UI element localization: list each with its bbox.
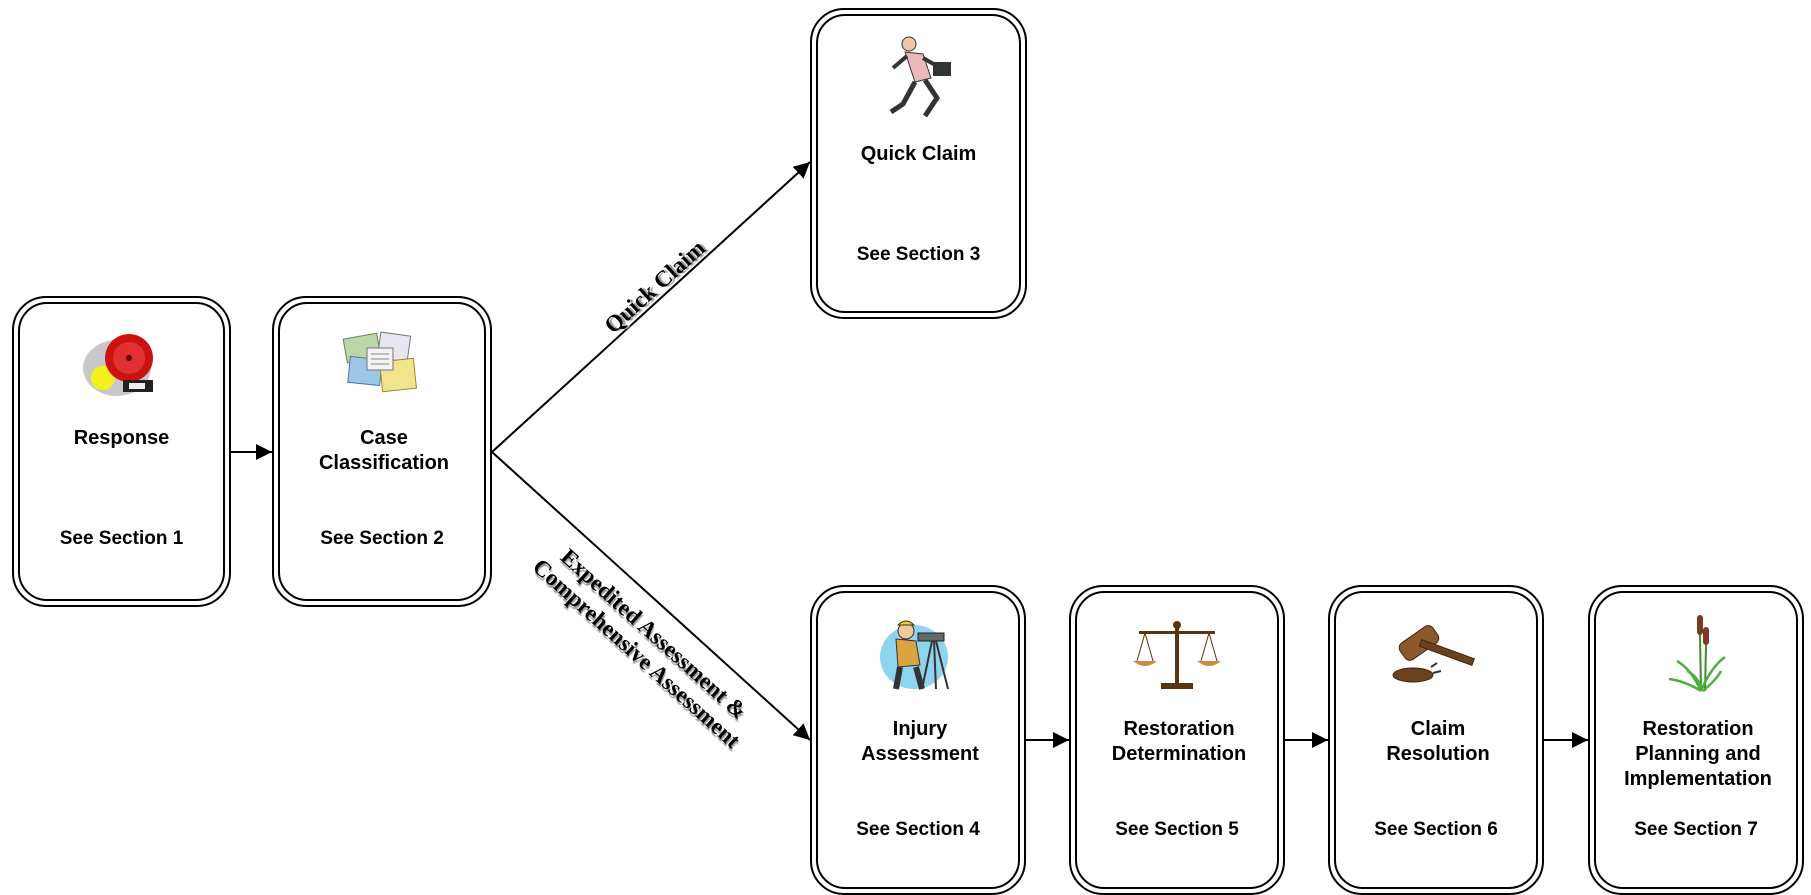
restoration-determination-box: Restoration Determination See Section 5 [1069, 585, 1285, 895]
fire-alarm-bell-icon [82, 334, 153, 396]
injury-assessment-title: Injury Assessment [861, 718, 979, 765]
gavel-icon [1392, 625, 1475, 683]
response-title: Response [73, 427, 170, 449]
response-box: Response See Section 1 [12, 296, 231, 607]
claim-resolution-title: Claim Resolution [1386, 718, 1490, 765]
arrow-to-injury-assessment [491, 451, 811, 741]
quick-claim-title: Quick Claim [860, 143, 977, 165]
scales-of-justice-icon [1133, 621, 1221, 689]
restoration-planning-section-ref: See Section 7 [1634, 819, 1758, 840]
cattail-plant-icon [1668, 615, 1726, 693]
restoration-determination-section-ref: See Section 5 [1115, 819, 1239, 840]
response-section-ref: See Section 1 [59, 528, 184, 549]
restoration-planning-title: Restoration Planning and Implementation [1624, 718, 1772, 790]
injury-assessment-section-ref: See Section 4 [856, 819, 980, 840]
restoration-planning-box: Restoration Planning and Implementation … [1588, 585, 1804, 895]
classification-section-ref: See Section 2 [320, 528, 444, 549]
papers-documents-icon [342, 331, 418, 393]
injury-assessment-box: Injury Assessment See Section 4 [810, 585, 1026, 895]
classification-box: Case Classification See Section 2 [272, 296, 492, 607]
surveyor-icon [880, 620, 949, 690]
restoration-determination-title: Restoration Determination [1111, 718, 1247, 765]
claim-resolution-section-ref: See Section 6 [1374, 819, 1498, 840]
quick-claim-section-ref: See Section 3 [856, 244, 981, 265]
claim-resolution-box: Claim Resolution See Section 6 [1328, 585, 1544, 895]
quick-claim-box: Quick Claim See Section 3 [810, 8, 1027, 319]
running-businessman-icon [889, 36, 951, 118]
classification-title: Case Classification [318, 427, 450, 474]
arrow-to-quick-claim [491, 161, 811, 453]
